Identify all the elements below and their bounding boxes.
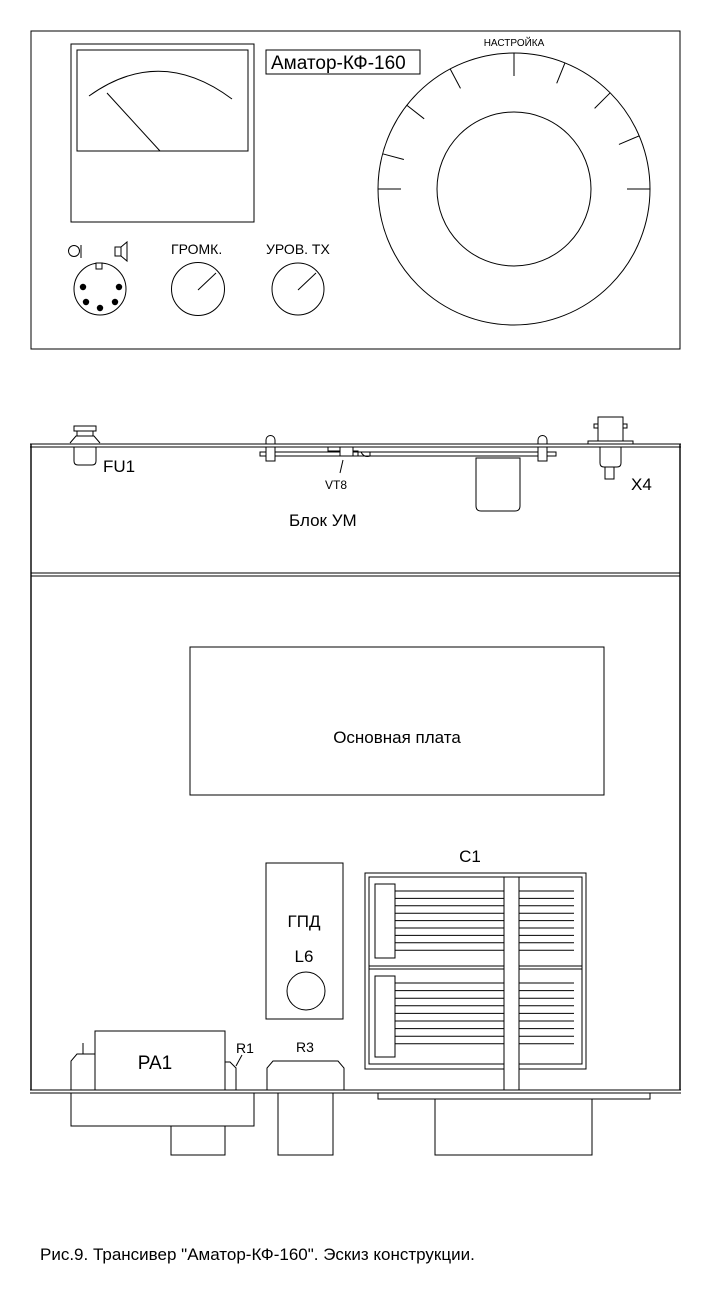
front-panel: Аматор-КФ-160 ГРОМК. УРОВ. ТХ <box>30 30 681 350</box>
dial-tick <box>618 135 640 145</box>
meter-body <box>70 43 255 223</box>
meter-pa1: PA1 <box>70 1030 255 1156</box>
heatsink-plate <box>259 435 557 512</box>
antenna-connector[interactable] <box>587 416 634 480</box>
stator-bottom <box>374 975 396 1058</box>
potentiometer-r3 <box>266 1060 345 1156</box>
capacitor-shaft <box>503 876 520 1091</box>
transistor-vt8 <box>327 446 371 474</box>
vfo-label: ГПД <box>288 912 321 931</box>
meter-scale-arc <box>88 70 233 100</box>
dial-tick <box>382 153 405 160</box>
variable-capacitor <box>364 872 587 1091</box>
signal-meter <box>70 43 255 223</box>
coil-label: L6 <box>295 947 314 966</box>
meter-window <box>76 49 249 152</box>
tuning-knob-side <box>434 1098 593 1156</box>
fuse-holder[interactable] <box>69 425 101 466</box>
meter-label: PA1 <box>138 1053 173 1074</box>
headphone-icon <box>68 245 82 258</box>
coil-l6 <box>286 971 326 1011</box>
tuning-scale-ticks <box>378 53 650 190</box>
volume-knob[interactable] <box>171 262 225 316</box>
transistor-label: VT8 <box>325 478 347 492</box>
meter-needle <box>106 92 161 152</box>
tx-level-knob[interactable] <box>271 262 325 316</box>
volume-knob-pointer <box>197 272 217 291</box>
front-panel-outline <box>30 30 681 350</box>
volume-label: ГРОМК. <box>171 241 222 257</box>
capacitor-bracket <box>377 1092 651 1100</box>
main-board-label: Основная плата <box>333 728 461 747</box>
tuning-knob[interactable] <box>436 111 592 267</box>
tuning-label: НАСТРОЙКА <box>484 36 545 49</box>
dial-tick <box>406 104 425 120</box>
din-connector[interactable] <box>73 262 127 316</box>
tx-level-knob-pointer <box>297 272 317 291</box>
pa-component <box>475 457 521 512</box>
connector-label: X4 <box>631 475 652 494</box>
dial-tick <box>556 62 566 84</box>
tuning-dial[interactable] <box>377 52 651 326</box>
r3-label: R3 <box>296 1039 314 1055</box>
figure-caption: Рис.9. Трансивер "Аматор-КФ-160". Эскиз … <box>40 1245 475 1264</box>
pa-block-label: Блок УМ <box>289 511 357 530</box>
model-label-frame <box>265 49 421 75</box>
vfo-block: ГПД L6 <box>265 862 344 1020</box>
dial-tick <box>449 68 461 89</box>
r1-label: R1 <box>236 1040 254 1056</box>
model-label: Аматор-КФ-160 <box>271 53 406 74</box>
stator-top <box>374 883 396 959</box>
fuse-label: FU1 <box>103 457 135 476</box>
speaker-icon <box>114 240 128 263</box>
dial-tick <box>594 92 611 109</box>
capacitor-label: C1 <box>459 847 481 866</box>
tx-level-label: УРОВ. ТХ <box>266 241 330 257</box>
main-board: Основная плата <box>189 646 605 796</box>
chassis: Блок УМ FU1 <box>30 416 681 1156</box>
